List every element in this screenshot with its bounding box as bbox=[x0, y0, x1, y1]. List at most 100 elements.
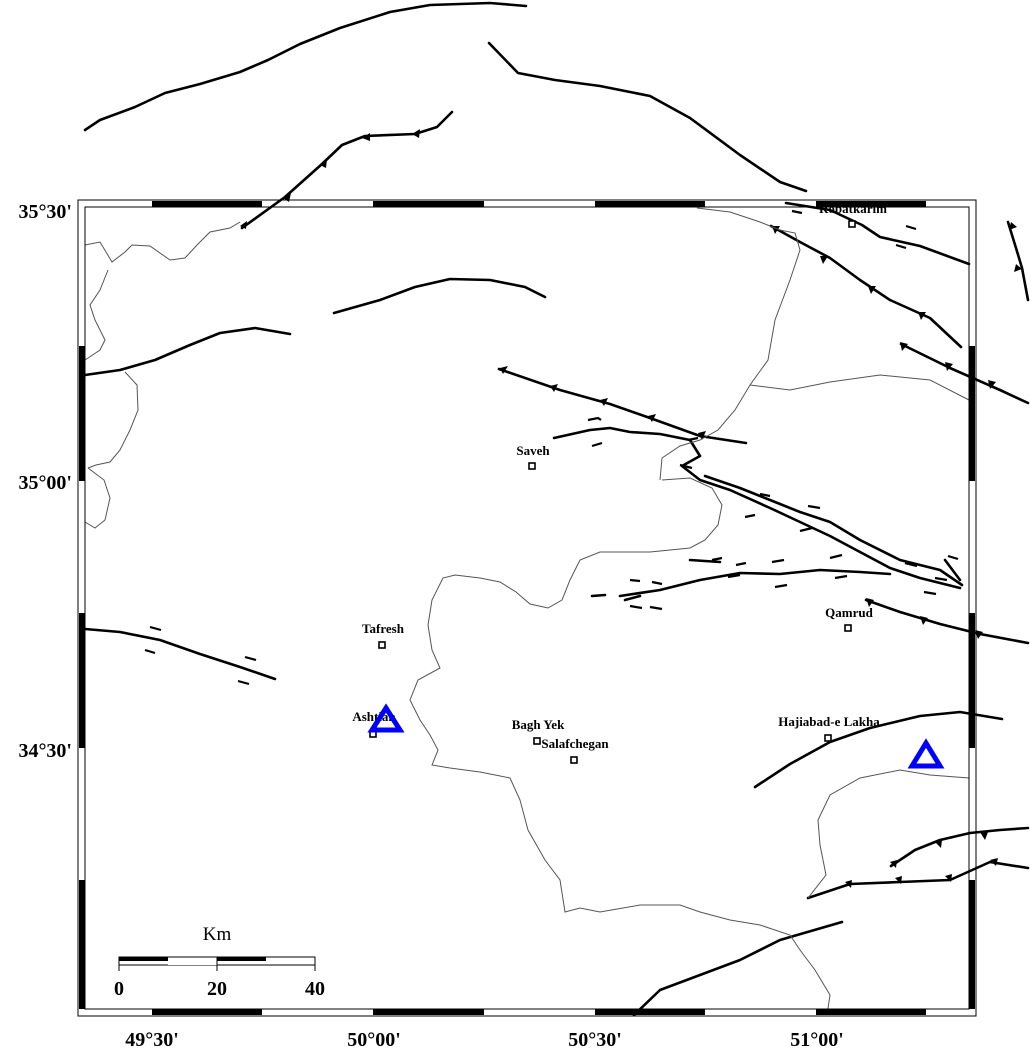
slip-arrow bbox=[679, 463, 693, 470]
fault-line bbox=[83, 627, 277, 681]
thrust-tooth bbox=[980, 832, 988, 840]
fault-line bbox=[703, 474, 964, 587]
frame-outer bbox=[77, 199, 977, 1017]
slip-arrow bbox=[904, 561, 918, 568]
lon-label: 50°30' bbox=[568, 1029, 622, 1051]
fault-line bbox=[769, 224, 963, 349]
thrust-tooth bbox=[1014, 264, 1022, 272]
thrust-tooth bbox=[990, 858, 998, 866]
thrust-tooth bbox=[362, 133, 370, 141]
slip-arrow bbox=[687, 436, 699, 442]
thrust-tooth bbox=[500, 366, 508, 374]
city-bagh-yek[interactable]: Bagh Yek bbox=[512, 717, 565, 745]
slip-arrow bbox=[591, 441, 603, 448]
province-border bbox=[87, 371, 139, 469]
thrust-tooth bbox=[988, 380, 996, 389]
thrust-tooth bbox=[412, 129, 420, 138]
thrust-tooth bbox=[320, 159, 327, 168]
slip-arrow bbox=[947, 554, 959, 561]
thrust-tooth bbox=[600, 398, 608, 406]
fault-line bbox=[753, 710, 1004, 789]
scale-tick-label: 0 bbox=[114, 978, 124, 1000]
thrust-tooth bbox=[895, 876, 902, 884]
city-label: Hajiabad-e Lakha bbox=[778, 714, 880, 729]
frame-bars bbox=[79, 201, 975, 1015]
scale-unit: Km bbox=[203, 924, 232, 945]
slip-arrow bbox=[629, 578, 641, 583]
slip-arrow bbox=[587, 416, 602, 422]
slip-arrow bbox=[799, 526, 813, 533]
slip-arrow bbox=[144, 648, 156, 655]
city-saveh[interactable]: Saveh bbox=[516, 443, 550, 470]
city-label: Bagh Yek bbox=[512, 717, 565, 732]
thrust-tooth bbox=[920, 616, 928, 625]
slip-arrow bbox=[651, 580, 663, 586]
city-tafresh[interactable]: Tafresh bbox=[362, 621, 405, 649]
city-salafchegan[interactable]: Salafchegan bbox=[541, 736, 609, 764]
fault-line bbox=[487, 41, 808, 193]
fault-line bbox=[332, 277, 547, 315]
station-triangle-icon[interactable] bbox=[907, 738, 945, 769]
fault-line bbox=[618, 568, 892, 598]
map-frame bbox=[77, 199, 977, 1017]
slip-arrow bbox=[237, 679, 250, 686]
fault-line bbox=[632, 920, 844, 1017]
fault-line bbox=[240, 110, 454, 230]
city-label: Qamrud bbox=[825, 605, 873, 620]
slip-arrow bbox=[744, 513, 756, 519]
thrust-tooth bbox=[820, 256, 828, 264]
lon-label: 49°30' bbox=[125, 1029, 179, 1051]
slip-arrow bbox=[735, 561, 747, 567]
fault-line bbox=[83, 326, 292, 377]
fault-line bbox=[889, 826, 1030, 868]
fault-line bbox=[552, 426, 962, 590]
longitude-labels: 49°30' 50°00' 50°30' 51°00' bbox=[125, 1029, 844, 1051]
city-hajiabad-e-lakha[interactable]: Hajiabad-e Lakha bbox=[778, 714, 880, 742]
fault-line bbox=[899, 342, 1030, 405]
slip-arrow bbox=[791, 209, 803, 215]
lon-label: 50°00' bbox=[347, 1029, 401, 1051]
lat-label: 35°30' bbox=[18, 201, 72, 223]
stations bbox=[367, 703, 945, 769]
fault-line bbox=[1006, 220, 1030, 302]
slip-arrow bbox=[834, 574, 848, 580]
fault-line bbox=[784, 201, 971, 266]
city-qamrud[interactable]: Qamrud bbox=[825, 605, 874, 632]
fault-line bbox=[83, 1, 528, 132]
lat-label: 34°30' bbox=[18, 740, 72, 762]
thrust-tooth bbox=[845, 880, 852, 888]
thrust-tooth bbox=[866, 598, 874, 607]
frame-inner bbox=[84, 206, 970, 1010]
fault-line bbox=[864, 598, 1030, 645]
slip-arrow bbox=[629, 604, 643, 610]
province-border bbox=[659, 207, 801, 481]
cities: Robatkarim Saveh Tafresh Ashtian Qamrud … bbox=[352, 201, 887, 764]
city-label: Salafchegan bbox=[541, 736, 609, 751]
thrust-tooth bbox=[240, 221, 247, 229]
thrust-tooth bbox=[918, 312, 926, 320]
thrust-teeth bbox=[240, 129, 1022, 888]
station-triangle-icon[interactable] bbox=[367, 703, 405, 733]
slip-arrow bbox=[244, 655, 257, 662]
slip-arrow bbox=[774, 583, 788, 589]
lon-label: 51°00' bbox=[790, 1029, 844, 1051]
latitude-labels: 35°30' 35°00' 34°30' bbox=[18, 201, 72, 762]
slip-arrow bbox=[771, 558, 785, 564]
province-borders bbox=[84, 207, 970, 1016]
fault-line bbox=[806, 860, 1030, 900]
slip-arrow bbox=[649, 605, 663, 611]
thrust-tooth bbox=[890, 860, 897, 868]
province-border bbox=[749, 374, 970, 401]
fault-line bbox=[497, 367, 748, 445]
thrust-tooth bbox=[935, 840, 942, 848]
scale-tick-label: 40 bbox=[305, 978, 325, 1000]
slip-arrow bbox=[759, 492, 771, 498]
scale-bar: Km 0 20 40 bbox=[114, 924, 325, 1000]
slip-arrow bbox=[727, 573, 741, 579]
city-robatkarim[interactable]: Robatkarim bbox=[819, 201, 887, 228]
thrust-tooth bbox=[975, 630, 983, 639]
province-border bbox=[84, 269, 109, 361]
city-label: Tafresh bbox=[362, 621, 405, 636]
lat-label: 35°00' bbox=[18, 472, 72, 494]
